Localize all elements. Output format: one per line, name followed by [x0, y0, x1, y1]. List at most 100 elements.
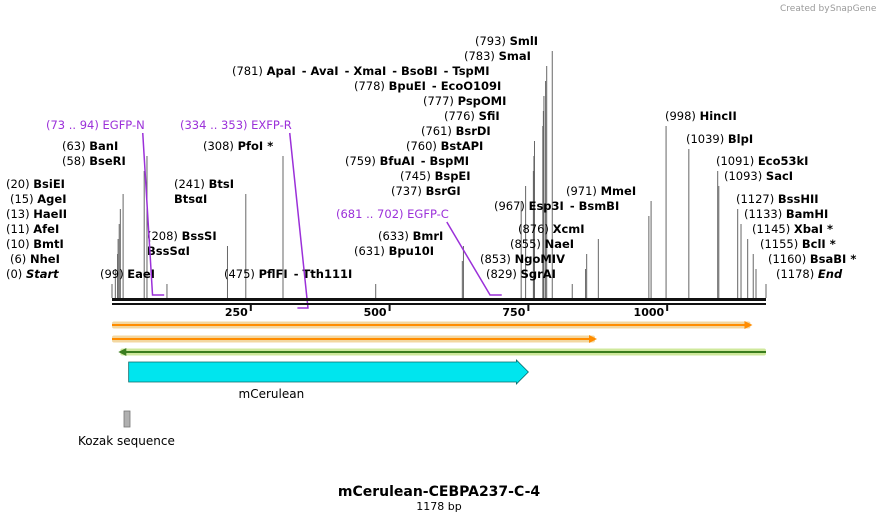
enzyme-name: ApaI: [267, 64, 296, 78]
enzyme-name: EaeI: [127, 267, 155, 281]
enzyme-name: - BsoBI: [392, 64, 437, 78]
site-label: (967) Esp3I: [494, 199, 564, 213]
site-label: (6) NheI: [10, 252, 60, 266]
site-label: (475) PflFI: [224, 267, 288, 281]
site-label: - TspMI: [444, 64, 490, 78]
site-position: (1039): [686, 132, 724, 146]
enzyme-name: BpuEI: [389, 79, 426, 93]
site-label: (1160) BsaBI *: [768, 252, 856, 266]
ruler-tick-label: 500: [364, 306, 387, 319]
site-labels: (0) Start(6) NheI(10) BmtI(11) AfeI(13) …: [6, 34, 856, 281]
enzyme-name: Start: [26, 267, 59, 281]
site-label: - XmaI: [345, 64, 387, 78]
site-position: (829): [486, 267, 517, 281]
enzyme-name: BamHI: [786, 207, 828, 221]
site-position: (1160): [768, 252, 806, 266]
site-position: (0): [6, 267, 22, 281]
site-label: (760) BstAPI: [406, 139, 483, 153]
site-label: (0) Start: [6, 267, 59, 281]
enzyme-name: NaeI: [545, 237, 574, 251]
site-label: (1155) BclI *: [760, 237, 836, 251]
enzyme-name: Bpu10I: [389, 244, 434, 258]
enzyme-name: SacI: [766, 169, 793, 183]
enzyme-name: - BspMI: [421, 154, 469, 168]
site-position: (1127): [736, 192, 774, 206]
primer-label: (73 .. 94) EGFP-N: [46, 118, 145, 132]
site-label: - Tth111I: [294, 267, 353, 281]
enzyme-name: NheI: [30, 252, 60, 266]
feature-kozak-box: [123, 410, 131, 428]
site-label: - AvaI: [302, 64, 339, 78]
primers: (73 .. 94) EGFP-N(334 .. 353) EXFP-R(681…: [46, 118, 502, 309]
site-label: (1178) End: [776, 267, 843, 281]
feature-label: Kozak sequence: [78, 434, 175, 448]
enzyme-name: BsrDI: [456, 124, 491, 138]
site-position: (241): [174, 177, 205, 191]
enzyme-name: BtsαI: [174, 192, 207, 206]
site-position: (855): [510, 237, 541, 251]
ruler-tick-label: 1000: [634, 306, 665, 319]
site-position: (781): [232, 64, 263, 78]
site-position: (783): [464, 49, 495, 63]
site-position: (633): [378, 229, 409, 243]
site-label: (58) BseRI: [62, 154, 126, 168]
enzyme-name: HaeII: [33, 207, 67, 221]
enzyme-name: - EcoO109I: [432, 79, 501, 93]
enzyme-name: AfeI: [33, 222, 59, 236]
enzyme-name: - Tth111I: [294, 267, 353, 281]
enzyme-name: MmeI: [601, 184, 637, 198]
site-position: (793): [475, 34, 506, 48]
site-label: (20) BsiEI: [6, 177, 65, 191]
site-label: (998) HincII: [665, 109, 737, 123]
enzyme-name: PfoI *: [238, 139, 274, 153]
enzyme-name: BsiEI: [33, 177, 65, 191]
orf-arrowhead: [744, 321, 753, 329]
enzyme-name: BclI *: [802, 237, 836, 251]
site-label: (631) Bpu10I: [354, 244, 434, 258]
site-label: (777) PspOMI: [423, 94, 506, 108]
enzyme-name: BsaBI *: [810, 252, 856, 266]
enzyme-name: XbaI *: [794, 222, 833, 236]
primer-label: (334 .. 353) EXFP-R: [180, 118, 292, 132]
site-label: (241) BtsI: [174, 177, 234, 191]
site-position: (6): [10, 252, 26, 266]
feature-label: mCerulean: [239, 387, 305, 401]
site-label: - BsmBI: [570, 199, 619, 213]
site-label: (99) EaeI: [100, 267, 155, 281]
site-position: (99): [100, 267, 124, 281]
site-label: (1145) XbaI *: [752, 222, 833, 236]
enzyme-name: - TspMI: [444, 64, 490, 78]
enzyme-name: Esp3I: [529, 199, 564, 213]
site-label: (745) BspEI: [400, 169, 471, 183]
site-position: (876): [518, 222, 549, 236]
site-position: (1178): [776, 267, 814, 281]
site-label: (829) SgrAI: [486, 267, 556, 281]
site-label: (1093) SacI: [724, 169, 793, 183]
enzyme-name: BseRI: [89, 154, 126, 168]
site-position: (13): [6, 207, 30, 221]
site-position: (475): [224, 267, 255, 281]
enzyme-name: - AvaI: [302, 64, 339, 78]
site-label: (308) PfoI *: [203, 139, 273, 153]
site-label: (208) BssSI: [147, 229, 217, 243]
site-position: (776): [444, 109, 475, 123]
enzyme-name: - XmaI: [345, 64, 387, 78]
enzyme-name: - BsmBI: [570, 199, 619, 213]
site-label: (633) BmrI: [378, 229, 443, 243]
orf-arrowhead: [118, 348, 127, 356]
enzyme-name: XcmI: [553, 222, 585, 236]
site-position: (778): [354, 79, 385, 93]
site-label: (778) BpuEI: [354, 79, 426, 93]
site-label: (876) XcmI: [518, 222, 585, 236]
enzyme-name: BstAPI: [441, 139, 484, 153]
site-position: (967): [494, 199, 525, 213]
orf-arrowhead: [589, 335, 598, 343]
site-position: (631): [354, 244, 385, 258]
ruler-tick-label: 750: [502, 306, 525, 319]
site-position: (1155): [760, 237, 798, 251]
site-position: (1145): [752, 222, 790, 236]
site-position: (208): [147, 229, 178, 243]
site-position: (998): [665, 109, 696, 123]
